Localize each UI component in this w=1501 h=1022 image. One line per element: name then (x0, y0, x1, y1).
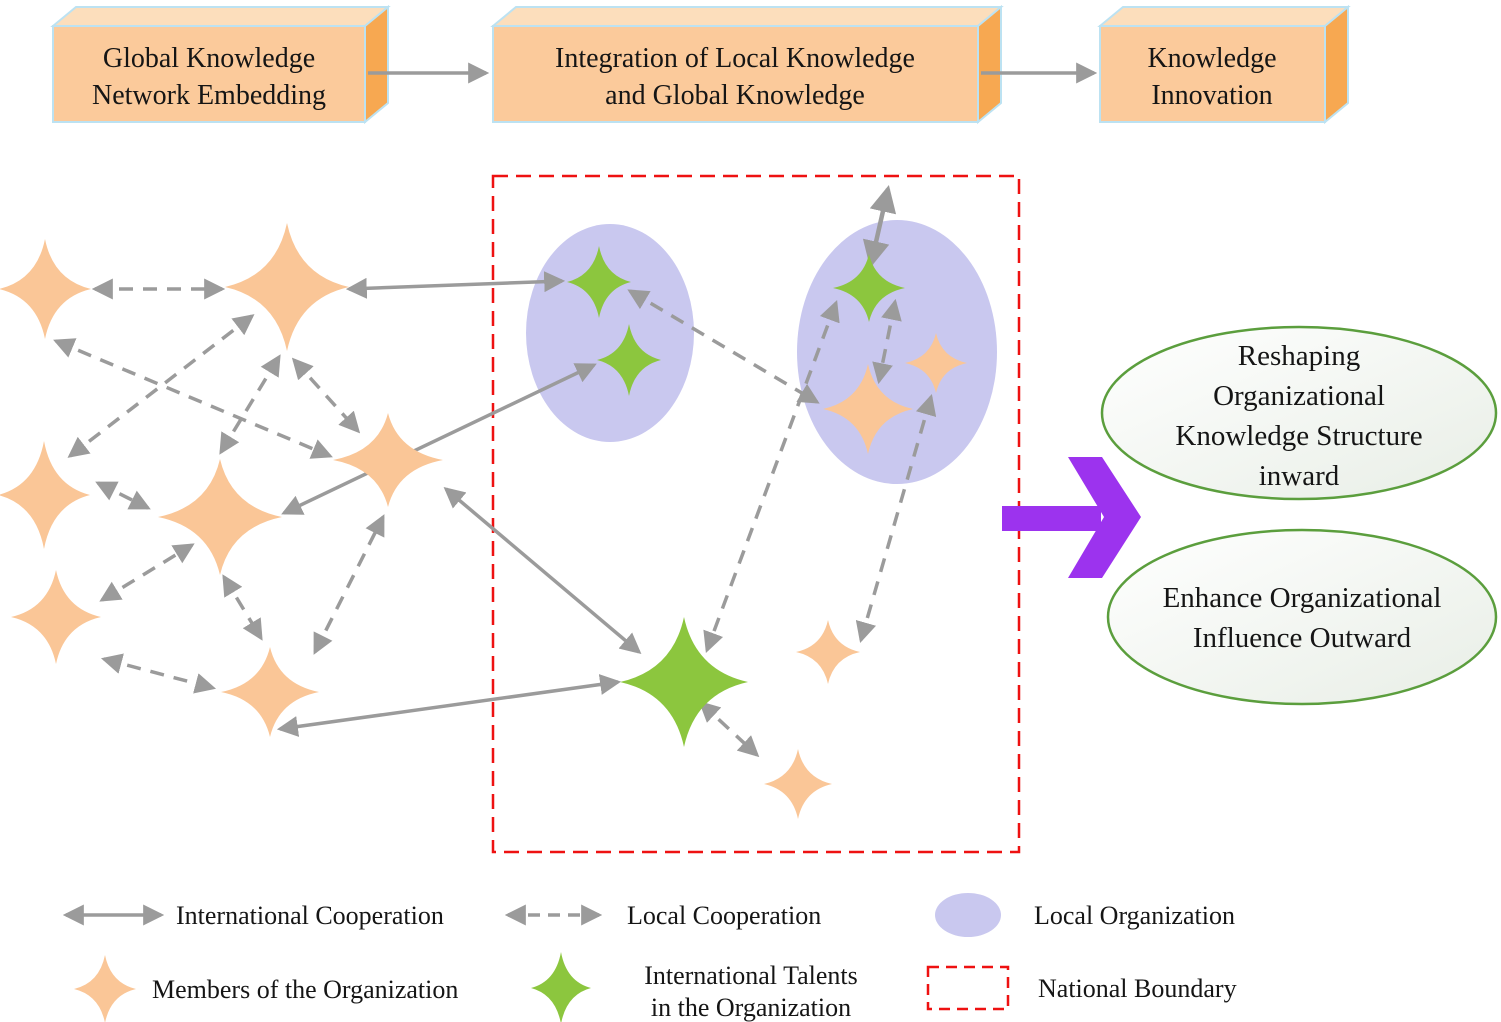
box-side-face (977, 4, 1002, 125)
legend-local-organization-label: Local Organization (1034, 901, 1235, 930)
box-top-face (50, 6, 391, 27)
international-cooperation-links (276, 185, 897, 737)
local-link (67, 314, 255, 458)
reshaping-line1: Reshaping (1238, 340, 1360, 372)
legend-members-label: Members of the Organization (152, 975, 458, 1004)
process-box-innovation: Knowledge Innovation (1097, 4, 1351, 125)
box3-label-line2: Innovation (1151, 80, 1272, 111)
box-top-face (490, 6, 1004, 27)
local-link (222, 574, 263, 641)
legend-national-boundary-symbol (926, 965, 1010, 1011)
member-star (0, 441, 90, 549)
process-box-global-embedding: Global Knowledge Network Embedding (50, 4, 391, 125)
box-front-face (492, 25, 979, 123)
local-link (95, 481, 151, 510)
box2-label-line1: Integration of Local Knowledge (555, 43, 915, 74)
local-organization-ellipse-1 (526, 224, 694, 442)
international-link (345, 271, 566, 299)
legend-member-star-symbol (74, 955, 136, 1022)
legend-talents-label-line2: in the Organization (651, 993, 851, 1022)
outcome-enhance: Enhance Organizational Influence Outward (1106, 528, 1498, 706)
local-link (703, 300, 840, 653)
local-link (219, 354, 281, 455)
enhance-line2: Influence Outward (1193, 622, 1412, 654)
local-link (100, 653, 217, 694)
local-link (53, 338, 333, 459)
member-star (796, 620, 860, 684)
outcome-reshaping: Reshaping Organizational Knowledge Struc… (1100, 325, 1498, 501)
member-star (158, 459, 282, 575)
legend-talents-label-line1: International Talents (644, 961, 858, 990)
legend-talent-star-symbol (531, 952, 591, 1022)
local-link (313, 514, 385, 655)
member-star (11, 570, 101, 664)
reshaping-line4: inward (1259, 460, 1340, 492)
international-link (862, 185, 897, 268)
transform-arrow-head (1068, 457, 1141, 578)
member-star (764, 749, 832, 819)
member-star (225, 223, 349, 351)
international-link (281, 363, 597, 515)
outcome-ellipse (1100, 325, 1498, 501)
box-front-face (52, 25, 366, 123)
transform-arrow-shaft (1002, 506, 1101, 531)
legend-international-cooperation-label: International Cooperation (176, 901, 444, 930)
box-top-face (1097, 6, 1351, 27)
legend: International Cooperation Local Cooperat… (62, 893, 1237, 1022)
legend-national-boundary-label: National Boundary (1038, 974, 1237, 1003)
local-link (872, 298, 902, 385)
box3-label-line1: Knowledge (1147, 43, 1276, 74)
member-star (221, 647, 319, 737)
box-front-face (1099, 25, 1326, 123)
box1-label-line2: Network Embedding (92, 80, 326, 111)
member-star (333, 413, 443, 507)
local-link (698, 700, 760, 758)
box-side-face (364, 4, 389, 125)
box1-label-line1: Global Knowledge (103, 43, 315, 74)
international-link (276, 674, 622, 737)
outcome-ellipse (1106, 528, 1498, 706)
reshaping-line2: Organizational (1213, 380, 1385, 412)
box2-label-line2: and Global Knowledge (605, 80, 865, 111)
local-link (99, 543, 195, 602)
member-star (0, 239, 91, 339)
local-link (855, 393, 937, 644)
reshaping-line3: Knowledge Structure (1175, 420, 1422, 452)
legend-local-organization-symbol (935, 893, 1001, 937)
enhance-line1: Enhance Organizational (1163, 582, 1442, 614)
local-link (291, 357, 361, 434)
process-box-integration: Integration of Local Knowledge and Globa… (490, 4, 1004, 125)
box-side-face (1324, 4, 1349, 125)
international-link (443, 486, 642, 655)
local-organization-ellipse-2 (797, 220, 997, 484)
transform-arrow (1002, 457, 1141, 578)
legend-local-cooperation-label: Local Cooperation (627, 901, 821, 930)
